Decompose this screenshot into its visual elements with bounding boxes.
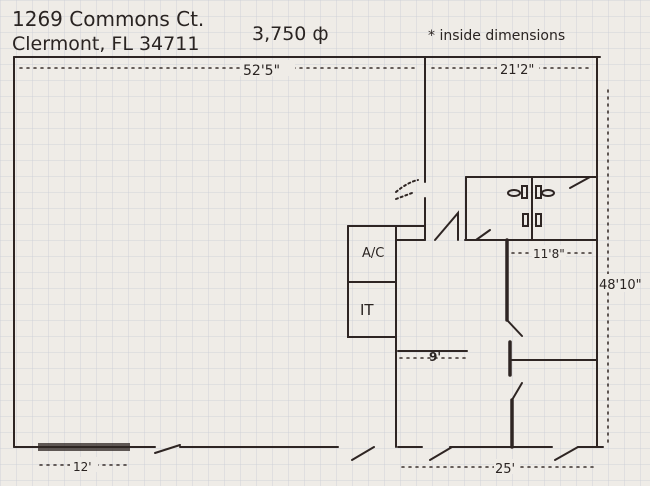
- office-width-label: 21'2": [500, 63, 534, 78]
- restroom-fixtures: [507, 185, 555, 227]
- address-line2: Clermont, FL 34711: [12, 33, 199, 55]
- area-label: 3,750 ф: [252, 23, 329, 45]
- ac-room-label: A/C: [362, 246, 384, 261]
- inside-dimensions-note: * inside dimensions: [428, 28, 565, 44]
- address-line1: 1269 Commons Ct.: [12, 7, 204, 31]
- room-width-label: 11'8": [533, 247, 565, 261]
- exterior-walls: [13, 56, 604, 461]
- interior-walls: [347, 56, 598, 449]
- it-room-label: IT: [360, 301, 374, 319]
- corridor-width-label: 9': [429, 350, 441, 364]
- warehouse-width-label: 52'5": [243, 63, 280, 79]
- bay-door-label: 12': [73, 460, 92, 474]
- depth-label: 48'10": [599, 278, 642, 293]
- office-front-label: 25': [495, 462, 515, 477]
- overhead-bay-door: [38, 443, 130, 451]
